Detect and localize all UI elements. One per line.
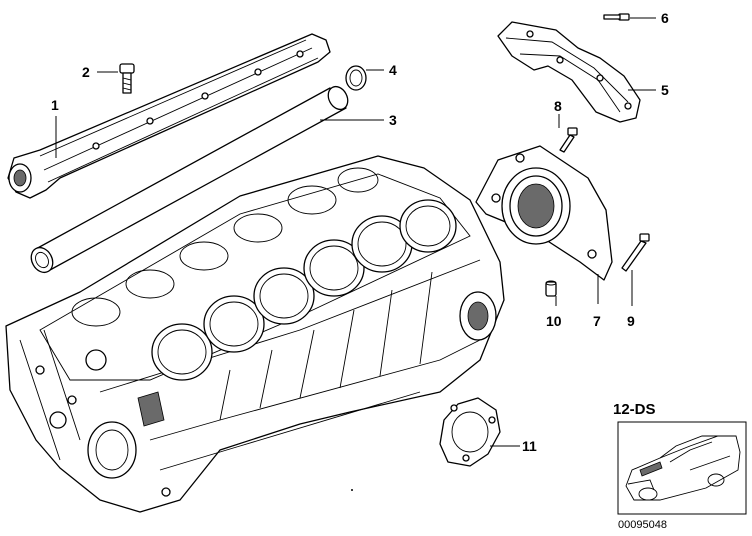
callout-9: 9 [627,270,635,329]
callout-3: 3 [320,112,397,128]
callout-7: 7 [593,274,601,329]
callout-10: 10 [546,296,562,329]
part-2-bolt[interactable] [119,63,135,94]
callout-7-label: 7 [593,313,601,329]
callout-6-label: 6 [661,10,669,26]
callout-11-label: 11 [522,438,537,454]
callout-4-label: 4 [389,62,397,78]
part-10-dowel-sleeve[interactable] [545,280,557,297]
callout-3-label: 3 [389,112,397,128]
car-thumbnail [625,435,741,501]
part-8-bolt[interactable] [559,127,578,153]
part-11-gasket[interactable] [439,397,501,467]
part-1-cover-rail[interactable] [7,33,331,199]
inset-title: 12-DS [613,401,656,418]
callout-4: 4 [366,62,397,78]
callout-9-label: 9 [627,313,635,329]
callout-5: 5 [628,82,669,98]
stray-dot [351,489,353,491]
callout-2: 2 [82,64,118,80]
part-4-o-ring[interactable] [345,65,367,91]
inset-frame [617,421,747,515]
callout-1-label: 1 [51,97,59,113]
callout-5-label: 5 [661,82,669,98]
part-7-seal-carrier[interactable] [475,145,613,281]
part-3-tube[interactable] [27,83,352,276]
vehicle-inset: 12-DS 00095048 [613,401,747,531]
callout-2-label: 2 [82,64,90,80]
callout-11: 11 [490,438,537,454]
part-9-bolt[interactable] [621,233,650,272]
callout-1: 1 [51,97,59,158]
engine-block [5,155,505,513]
callout-8-label: 8 [554,98,562,114]
callout-6: 6 [630,10,669,26]
part-5-cover[interactable] [497,21,641,123]
image-code: 00095048 [618,519,667,531]
callout-8: 8 [554,98,562,128]
part-6-bolt[interactable] [603,13,630,21]
callout-10-label: 10 [546,313,562,329]
